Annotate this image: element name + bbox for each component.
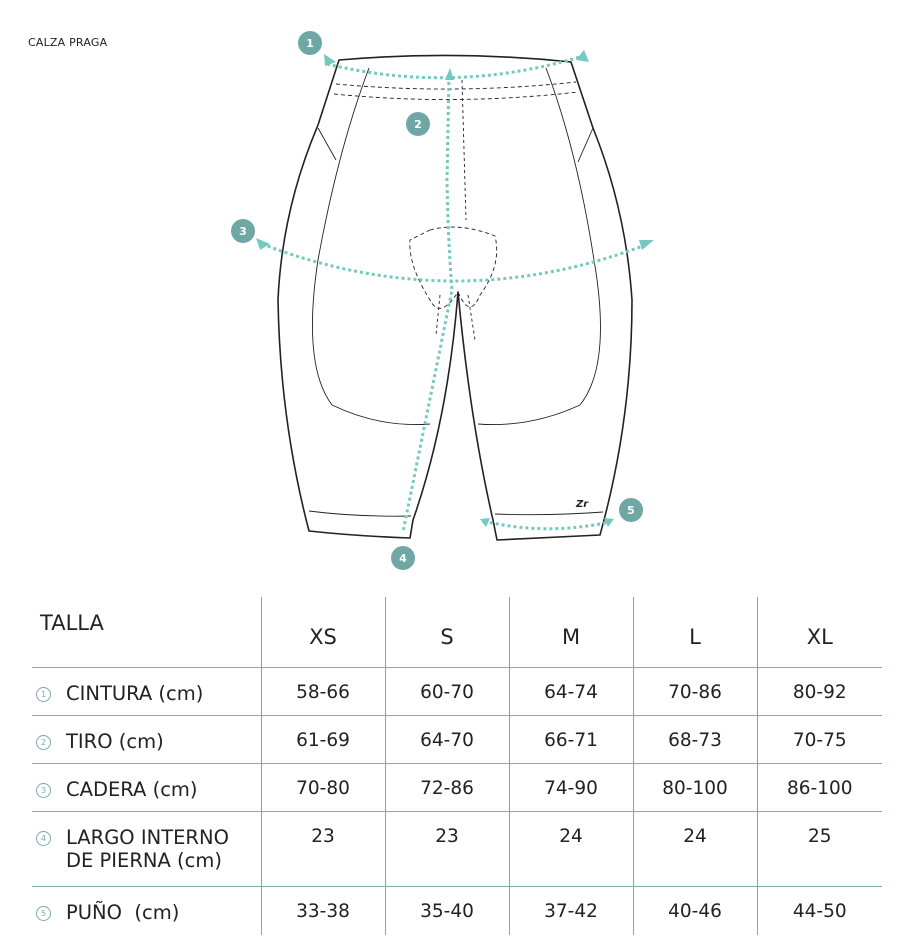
size-header: XS — [260, 597, 385, 668]
table-cell: 72-86 — [384, 763, 509, 812]
table-cell: 74-90 — [508, 763, 633, 812]
table-cell: 64-74 — [508, 667, 633, 716]
badge-2 — [406, 112, 430, 136]
number-icon: 1 — [36, 687, 51, 702]
table-cell: 24 — [508, 811, 633, 887]
svg-text:4: 4 — [399, 552, 407, 565]
table-header-row: TALLA XS S M L XL — [32, 597, 882, 668]
table-cell: 44-50 — [756, 886, 882, 935]
table-cell: 60-70 — [384, 667, 509, 716]
table-cell: 61-69 — [260, 715, 385, 764]
table-cell: 40-46 — [632, 886, 757, 935]
table-cell: 23 — [260, 811, 385, 887]
measure-line-cuff — [483, 519, 611, 531]
arrow-icon — [445, 68, 454, 80]
arrow-icon — [256, 238, 270, 250]
arrow-icon — [576, 50, 589, 62]
table-cell: 37-42 — [508, 886, 633, 935]
shorts-diagram: Zr 1 2 3 4 5 — [231, 31, 654, 570]
svg-text:2: 2 — [414, 118, 422, 131]
badge-5 — [619, 498, 643, 522]
number-icon: 5 — [36, 906, 51, 921]
table-cell: 86-100 — [756, 763, 882, 812]
table-cell: 25 — [756, 811, 882, 887]
number-icon: 2 — [36, 735, 51, 750]
svg-text:3: 3 — [239, 225, 247, 238]
arrow-icon — [639, 240, 654, 250]
number-icon: 4 — [36, 831, 51, 846]
table-cell: 23 — [384, 811, 509, 887]
arrow-icon — [604, 518, 614, 527]
table-cell: 33-38 — [260, 886, 385, 935]
table-cell: 64-70 — [384, 715, 509, 764]
arrow-icon — [480, 518, 490, 527]
measure-badges: 1 2 3 4 5 — [231, 31, 643, 570]
size-header: XL — [756, 597, 882, 668]
number-icon: 3 — [36, 783, 51, 798]
table-cell: 66-71 — [508, 715, 633, 764]
table-cell: 70-80 — [260, 763, 385, 812]
shorts-seams — [308, 67, 604, 517]
svg-text:1: 1 — [306, 37, 314, 50]
shorts-outline — [277, 54, 633, 541]
table-cell: 70-86 — [632, 667, 757, 716]
table-cell: 24 — [632, 811, 757, 887]
badge-3 — [231, 219, 255, 243]
table-cell: 80-92 — [756, 667, 882, 716]
size-header: S — [384, 597, 509, 668]
measure-line-hip — [261, 242, 649, 283]
badge-1 — [298, 31, 322, 55]
brand-mark: Zr — [575, 499, 589, 510]
size-header: L — [632, 597, 757, 668]
product-name: CALZA PRAGA — [28, 36, 108, 49]
table-cell: 80-100 — [632, 763, 757, 812]
size-header: M — [508, 597, 633, 668]
table-cell: 70-75 — [756, 715, 882, 764]
header-talla: TALLA — [32, 597, 261, 668]
badge-4 — [391, 546, 415, 570]
svg-text:5: 5 — [627, 504, 635, 517]
measure-arrows — [256, 50, 654, 527]
table-cell: 35-40 — [384, 886, 509, 935]
measure-lines — [261, 54, 649, 533]
measure-line-rise — [401, 75, 454, 533]
arrow-icon — [324, 54, 336, 66]
table-cell: 68-73 — [632, 715, 757, 764]
table-cell: 58-66 — [260, 667, 385, 716]
